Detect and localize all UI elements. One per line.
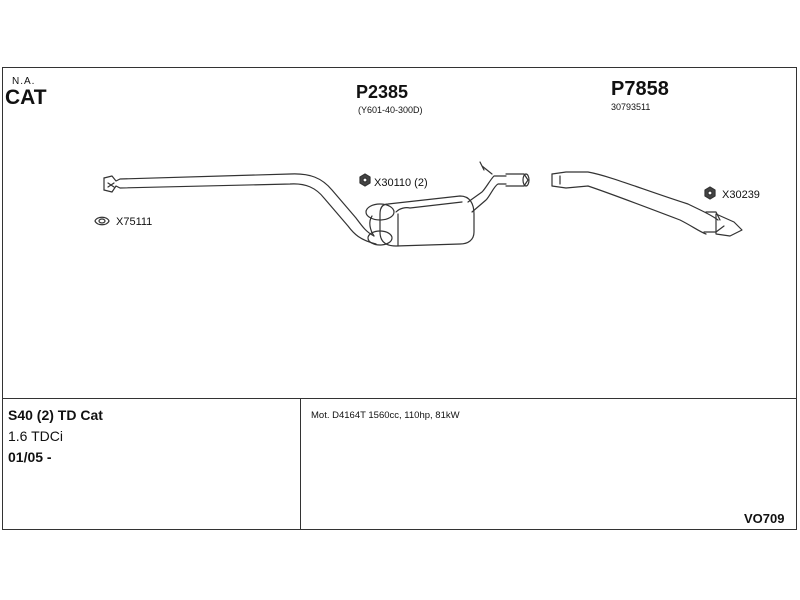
accessory-label-1: X30110 (2) <box>374 177 428 189</box>
vehicle-date: 01/05 - <box>8 449 52 465</box>
na-label: N.A. <box>12 76 36 87</box>
motor-note: Mot. D4164T 1560cc, 110hp, 81kW <box>311 410 460 421</box>
divider-vertical <box>300 398 301 530</box>
rubber-mount-icon-x30239 <box>704 186 716 200</box>
gasket-icon-x75111 <box>94 216 110 226</box>
cat-label: CAT <box>5 86 47 109</box>
divider-horizontal <box>2 398 797 399</box>
part-number-2: P7858 <box>611 78 669 100</box>
diagram-code: VO709 <box>744 511 785 526</box>
tail-pipe-drawing <box>551 171 743 237</box>
vehicle-engine: 1.6 TDCi <box>8 428 63 444</box>
diagram-frame <box>2 67 797 530</box>
muffler-drawing <box>365 161 530 247</box>
part-ref-1: (Y601-40-300D) <box>358 105 423 115</box>
part-number-1: P2385 <box>356 82 409 102</box>
front-pipe-drawing <box>103 173 377 245</box>
part-ref-2: 30793511 <box>611 102 651 112</box>
accessory-label-2: X75111 <box>116 216 153 228</box>
vehicle-model: S40 (2) TD Cat <box>8 407 103 423</box>
clamp-icon-x30110 <box>359 173 371 187</box>
accessory-label-3: X30239 <box>722 189 760 201</box>
